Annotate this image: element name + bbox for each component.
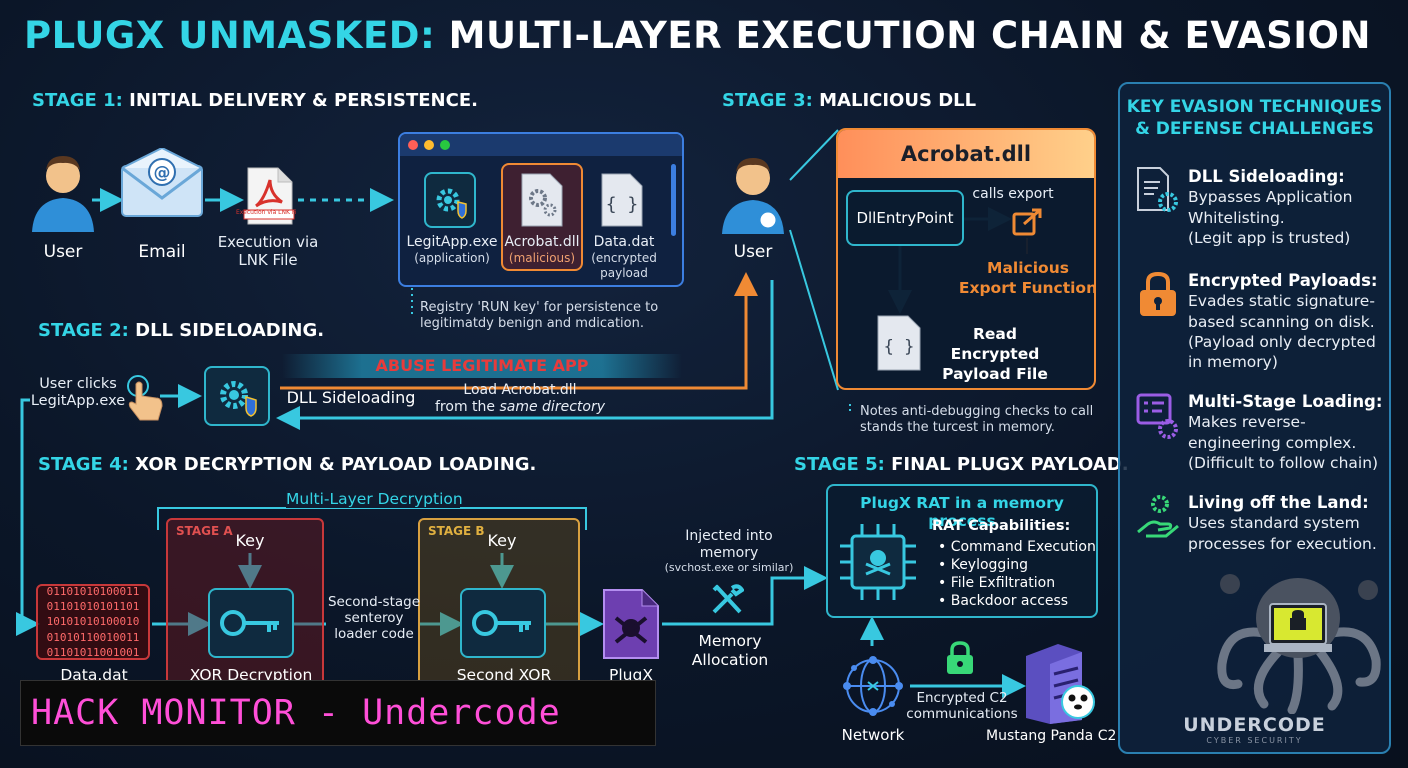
banner-text: HACK MONITOR - Undercode: [31, 693, 561, 733]
load-acrobat-label: Load Acrobat.dll from the same directory: [435, 382, 605, 415]
stage3-user-icon: [718, 152, 788, 236]
undercode-logo: UNDERCODE: [1183, 714, 1326, 736]
data-hex-block: 01101010100011 01101010101101 1010101010…: [36, 584, 150, 660]
network-label: Network: [841, 726, 905, 744]
export-icon: [1012, 206, 1046, 236]
injected-memory-label: Injected into memory: [685, 528, 773, 561]
capability-item: • Backdoor access: [938, 593, 1069, 609]
xor-key-b-icon: [460, 588, 546, 658]
technique-encrypted-payloads: Encrypted Payloads:Evades static signatu…: [1136, 270, 1386, 372]
page-title: PLUGX UNMASKED: MULTI-LAYER EXECUTION CH…: [24, 14, 1371, 57]
second-xor-label: Second XOR: [456, 666, 552, 684]
window-max-dot: [440, 140, 450, 150]
capability-item: • Command Execution: [938, 539, 1096, 555]
svg-text:@: @: [154, 163, 171, 183]
octopus-hacker-illustration: [1208, 564, 1390, 714]
hex-data: 01101010100011 01101010101101 1010101010…: [46, 584, 140, 660]
multi-layer-label: Multi-Layer Decryption: [286, 490, 463, 508]
lnk-label: Execution via LNK File: [217, 233, 319, 269]
technique-dll-sideloading: DLL Sideloading:Bypasses Application Whi…: [1136, 166, 1386, 248]
technique-multi-stage: Multi-Stage Loading:Makes reverse- engin…: [1136, 391, 1386, 473]
stage1-user-icon: [28, 150, 98, 234]
encrypted-c2-label: Encrypted C2 communications: [906, 690, 1018, 723]
svg-text:{ }: { }: [606, 194, 639, 215]
legitapp-gear-icon: [204, 366, 270, 426]
encrypted-payload-file-icon: { }: [876, 314, 922, 372]
plugx-file-icon: [600, 588, 662, 660]
email-label: Email: [138, 242, 186, 262]
lnk-badge: Execution via LNK File: [236, 209, 296, 216]
stage-a-label: STAGE A: [176, 524, 233, 538]
svg-text:{ }: { }: [884, 337, 915, 357]
abuse-legit-app-banner: ABUSE LEGITIMATE APP: [282, 354, 682, 378]
data-dat-label: Data.dat: [60, 666, 128, 684]
data-file-label: Data.dat (encrypted payload: [591, 234, 657, 280]
malware-chip-icon: [836, 520, 920, 604]
stage1-heading: STAGE 1: INITIAL DELIVERY & PERSISTENCE.: [32, 90, 478, 111]
undercode-logo-sub: CYBER SECURITY: [1206, 736, 1303, 745]
key-a-label: Key: [235, 531, 265, 550]
stage2-heading: STAGE 2: DLL SIDELOADING.: [38, 320, 325, 341]
calls-export-label: calls export: [972, 186, 1054, 202]
stage-b-label: STAGE B: [428, 524, 485, 538]
malicious-export-label: Malicious Export Function: [958, 259, 1098, 298]
pointer-hand-icon: [124, 374, 168, 424]
xor-key-a-icon: [208, 588, 294, 658]
tools-icon: [710, 582, 744, 616]
rat-title: PlugX RAT in a memory process: [860, 494, 1064, 530]
user-clicks-label: User clicks LegitApp.exe: [30, 376, 126, 410]
acrobat-dll-title: Acrobat.dll: [838, 130, 1094, 178]
mustang-panda-label: Mustang Panda C2: [986, 728, 1117, 744]
c2-lock-icon: [944, 640, 976, 676]
lnk-pdf-icon: [242, 166, 296, 226]
network-globe-icon: [840, 648, 906, 724]
dll-entry-point: DllEntryPoint: [846, 190, 964, 246]
stage3-user-label: User: [733, 242, 773, 262]
stage5-heading: STAGE 5: FINAL PLUGX PAYLOAD.: [794, 454, 1129, 475]
evasion-sidebar: KEY EVASION TECHNIQUES & DEFENSE CHALLEN…: [1118, 82, 1391, 754]
title-rest: MULTI-LAYER EXECUTION CHAIN & EVASION: [448, 14, 1371, 57]
dll-sideloading-label: DLL Sideloading: [286, 388, 416, 407]
acrobat-file-icon: [520, 172, 564, 228]
title-accent: PLUGX UNMASKED:: [24, 14, 436, 57]
plugx-label: PlugX: [609, 666, 653, 684]
xor-decryption-label: XOR Decryption: [189, 666, 313, 684]
window-titlebar: [400, 134, 682, 156]
rat-capabilities-title: RAT Capabilities:: [932, 518, 1071, 534]
key-b-label: Key: [487, 531, 517, 550]
registry-note: Registry 'RUN key' for persistence to le…: [420, 300, 659, 332]
stage4-heading: STAGE 4: XOR DECRYPTION & PAYLOAD LOADIN…: [38, 454, 537, 475]
technique-living-off-land: Living off the Land:Uses standard system…: [1136, 492, 1386, 554]
email-icon: @: [120, 148, 204, 218]
rat-capabilities-list: • Command Execution • Keylogging • File …: [938, 538, 1096, 610]
svchost-label: (svchost.exe or similar): [664, 561, 794, 574]
sidebar-title: KEY EVASION TECHNIQUES & DEFENSE CHALLEN…: [1126, 97, 1383, 140]
read-encrypted-label: Read Encrypted Payload File: [942, 325, 1048, 384]
document-gear-icon: [1136, 166, 1188, 248]
window-close-dot: [408, 140, 418, 150]
second-stage-label: Second-stage senteroy loader code: [327, 594, 421, 643]
layers-gear-icon: [1136, 391, 1188, 473]
c2-server-icon: [1022, 642, 1102, 726]
lock-icon: [1136, 270, 1188, 372]
capability-item: • Keylogging: [938, 557, 1028, 573]
capability-item: • File Exfiltration: [938, 575, 1056, 591]
window-scrollbar: [671, 164, 676, 236]
stage1-user-label: User: [43, 242, 83, 262]
memory-allocation-label: Memory Allocation: [691, 632, 769, 669]
window-min-dot: [424, 140, 434, 150]
stage3-heading: STAGE 3: MALICIOUS DLL: [722, 90, 977, 111]
legitapp-file-label: LegitApp.exe (application): [406, 234, 498, 265]
hack-monitor-banner: HACK MONITOR - Undercode: [20, 680, 656, 746]
data-file-icon: { }: [600, 172, 644, 228]
hand-gear-icon: [1136, 492, 1188, 554]
legitapp-file-icon: [424, 172, 476, 228]
anti-debug-note: Notes anti-debugging checks to call stan…: [860, 404, 1094, 436]
acrobat-file-label: Acrobat.dll (malicious): [504, 234, 580, 265]
